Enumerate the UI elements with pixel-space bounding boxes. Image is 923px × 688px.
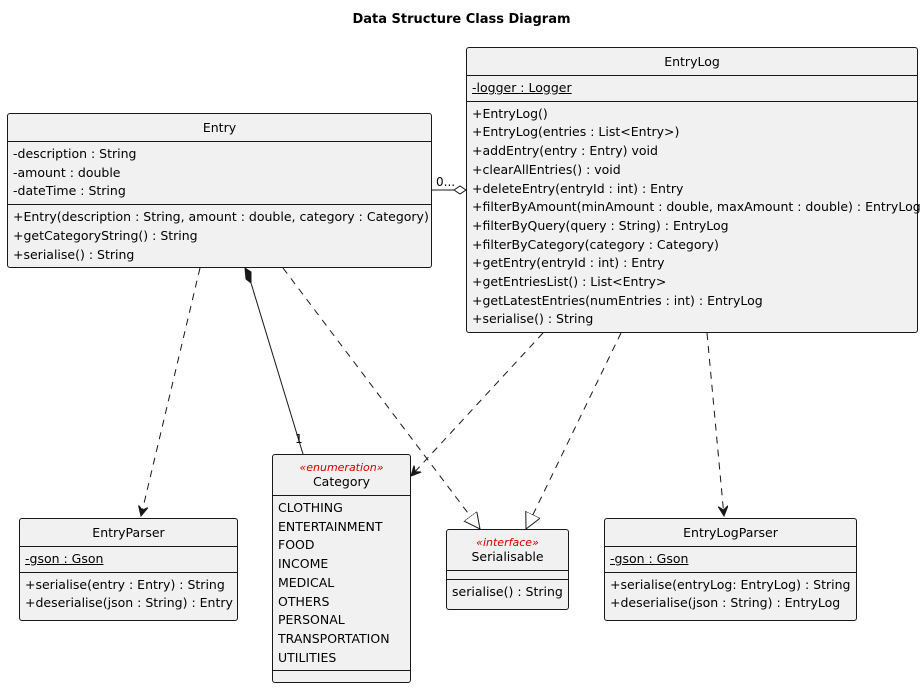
aggregation-diamond xyxy=(453,185,467,195)
realization-entry-serialisable xyxy=(282,267,480,529)
class-name: EntryLog xyxy=(467,48,917,76)
enum-value: INCOME xyxy=(278,556,329,572)
enum-value: OTHERS xyxy=(278,593,330,609)
enum-value: TRANSPORTATION xyxy=(278,630,390,646)
method: +deserialise(json : String) : Entry xyxy=(25,595,233,611)
method: serialise() : String xyxy=(452,584,563,599)
enum-value: ENTERTAINMENT xyxy=(278,518,383,534)
class-entry[interactable]: Entry -description : String -amount : do… xyxy=(7,113,432,268)
class-name: EntryLogParser xyxy=(605,519,856,547)
field: -logger : Logger xyxy=(472,80,572,95)
diagram-title: Data Structure Class Diagram xyxy=(352,12,571,27)
stereotype: «enumeration» xyxy=(299,461,384,474)
class-entrylogparser[interactable]: EntryLogParser -gson : Gson +serialise(e… xyxy=(604,518,857,621)
field: -gson : Gson xyxy=(610,551,689,566)
method: +deleteEntry(entryId : int) : Entry xyxy=(472,180,684,196)
values-section: CLOTHING ENTERTAINMENT FOOD INCOME MEDIC… xyxy=(273,496,410,672)
methods-section: +serialise(entry : Entry) : String +dese… xyxy=(20,573,237,616)
fields-section: -logger : Logger xyxy=(467,76,917,102)
method: +getCategoryString() : String xyxy=(13,227,198,243)
field: -description : String xyxy=(13,146,137,161)
method: +deserialise(json : String) : EntryLog xyxy=(610,595,841,611)
class-name: Entry xyxy=(8,114,431,142)
field: -dateTime : String xyxy=(13,183,126,199)
method: +serialise() : String xyxy=(472,311,594,327)
class-entrylog[interactable]: EntryLog -logger : Logger +EntryLog() +E… xyxy=(466,47,921,333)
methods-section: +Entry(description : String, amount : do… xyxy=(8,205,431,267)
stereotype: «interface» xyxy=(476,536,539,549)
class-entryparser[interactable]: EntryParser -gson : Gson +serialise(entr… xyxy=(19,518,238,621)
method: +EntryLog(entries : List<Entry>) xyxy=(472,124,680,140)
fields-section: -gson : Gson xyxy=(20,547,237,573)
composition-entry-category xyxy=(250,282,304,455)
dependency-entry-entryparser xyxy=(141,267,201,516)
method: +filterByAmount(minAmount : double, maxA… xyxy=(472,199,921,215)
method: +filterByCategory(category : Category) xyxy=(472,236,719,252)
enum-value: FOOD xyxy=(278,537,315,553)
method: +filterByQuery(query : String) : EntryLo… xyxy=(472,217,729,233)
fields-section: -description : String -amount : double -… xyxy=(8,142,431,206)
class-name: Category xyxy=(312,474,371,489)
empty-section xyxy=(447,571,568,580)
method: +serialise(entry : Entry) : String xyxy=(25,576,225,592)
interface-serialisable[interactable]: «interface» Serialisable serialise() : S… xyxy=(446,529,569,610)
class-name: EntryParser xyxy=(20,519,237,547)
enum-value: UTILITIES xyxy=(278,649,337,665)
empty-section xyxy=(273,671,410,679)
methods-section: serialise() : String xyxy=(447,580,568,605)
method: +clearAllEntries() : void xyxy=(472,161,621,177)
enum-value: PERSONAL xyxy=(278,612,345,628)
method: +Entry(description : String, amount : do… xyxy=(13,209,429,225)
dependency-entrylog-category xyxy=(411,332,544,476)
composition-diamond xyxy=(244,267,252,285)
method: +EntryLog() xyxy=(472,105,548,121)
enum-category[interactable]: «enumeration» Category CLOTHING ENTERTAI… xyxy=(272,454,411,683)
realization-entrylog-serialisable xyxy=(526,332,622,529)
method: +getEntry(entryId : int) : Entry xyxy=(472,255,665,271)
multiplicity-composition: 1 xyxy=(295,432,303,446)
method: +getEntriesList() : List<Entry> xyxy=(472,274,667,290)
class-header: «enumeration» Category xyxy=(273,455,410,496)
field: -amount : double xyxy=(13,164,121,180)
dependency-entrylog-entrylogparser xyxy=(706,332,724,516)
method: +serialise() : String xyxy=(13,246,135,262)
class-header: «interface» Serialisable xyxy=(447,530,568,571)
method: +getLatestEntries(numEntries : int) : En… xyxy=(472,292,763,308)
methods-section: +EntryLog() +EntryLog(entries : List<Ent… xyxy=(467,102,921,332)
methods-section: +serialise(entryLog: EntryLog) : String … xyxy=(605,573,856,616)
multiplicity-aggregation: 0... xyxy=(436,175,456,189)
field: -gson : Gson xyxy=(25,551,104,566)
enum-value: CLOTHING xyxy=(278,500,343,515)
method: +addEntry(entry : Entry) void xyxy=(472,143,658,159)
enum-value: MEDICAL xyxy=(278,574,335,590)
class-name: Serialisable xyxy=(471,549,544,564)
method: +serialise(entryLog: EntryLog) : String xyxy=(610,576,851,592)
fields-section: -gson : Gson xyxy=(605,547,856,573)
